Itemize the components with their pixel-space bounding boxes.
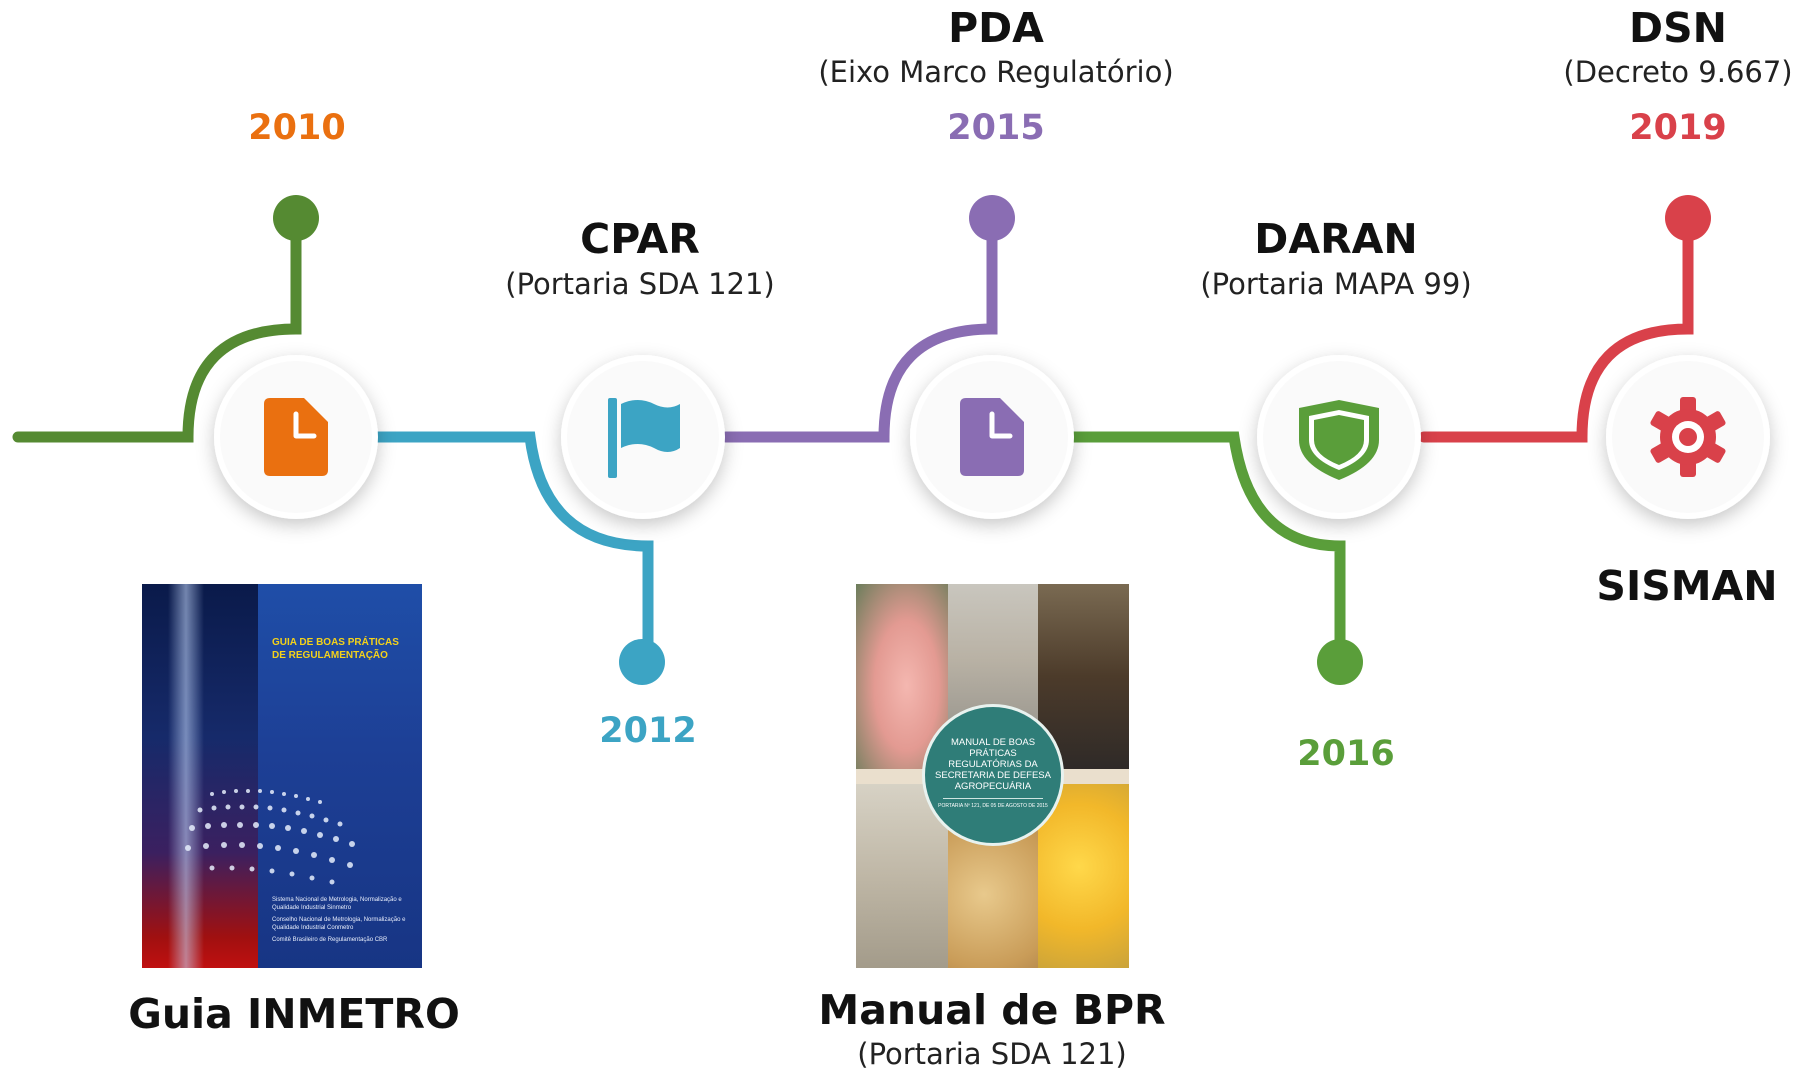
chick-photo bbox=[1038, 784, 1129, 968]
guia-cover-footer-line: Sistema Nacional de Metrologia, Normaliz… bbox=[272, 897, 402, 911]
year-dot-2015 bbox=[969, 195, 1015, 241]
guia-inmetro-caption: Guia INMETRO bbox=[128, 990, 460, 1038]
guia-inmetro-cover: GUIA DE BOAS PRÁTICAS DE REGULAMENTAÇÃO … bbox=[142, 584, 422, 968]
year-label-2012: 2012 bbox=[599, 711, 697, 751]
manual-bpr-caption-subtitle: (Portaria SDA 121) bbox=[857, 1037, 1127, 1071]
shield-icon bbox=[1299, 400, 1379, 480]
file-icon bbox=[264, 398, 328, 476]
year-dot-2016 bbox=[1317, 639, 1363, 685]
milestone-bottom-title-sisman: SISMAN bbox=[1596, 562, 1778, 610]
manual-bpr-cover-title: MANUAL DE BOAS PRÁTICAS REGULATÓRIAS DA … bbox=[935, 737, 1051, 792]
year-dot-2010 bbox=[273, 195, 319, 241]
guia-cover-title: GUIA DE BOAS PRÁTICAS DE REGULAMENTAÇÃO bbox=[272, 637, 399, 661]
year-dot-2012 bbox=[619, 639, 665, 685]
year-label-2019: 2019 bbox=[1629, 108, 1727, 148]
milestone-subtitle-pda: (Eixo Marco Regulatório) bbox=[818, 55, 1174, 89]
milestone-title-pda: PDA bbox=[948, 4, 1044, 52]
guia-cover-footer-line: Conselho Nacional de Metrologia, Normali… bbox=[272, 917, 406, 931]
manual-bpr-cover: MANUAL DE BOAS PRÁTICAS REGULATÓRIAS DA … bbox=[856, 584, 1129, 968]
milestone-subtitle-daran: (Portaria MAPA 99) bbox=[1200, 267, 1472, 301]
dot-wave-graphic bbox=[185, 789, 355, 885]
milestone-title-daran: DARAN bbox=[1254, 215, 1418, 263]
year-label-2016: 2016 bbox=[1297, 734, 1395, 774]
guia-cover-footer-line: Comitê Brasileiro de Regulamentação CBR bbox=[272, 937, 388, 943]
cattle-photo bbox=[856, 784, 948, 968]
milestone-subtitle-cpar: (Portaria SDA 121) bbox=[505, 267, 775, 301]
manual-bpr-badge: MANUAL DE BOAS PRÁTICAS REGULATÓRIAS DA … bbox=[922, 704, 1064, 846]
flag-icon bbox=[608, 398, 680, 478]
manual-bpr-caption: Manual de BPR bbox=[818, 986, 1166, 1034]
timeline-segment-2016 bbox=[1068, 431, 1346, 668]
file-icon bbox=[960, 398, 1024, 476]
manual-bpr-cover-subtitle: PORTARIA Nº 121, DE 05 DE AGOSTO DE 2015 bbox=[938, 803, 1048, 809]
year-label-2010: 2010 bbox=[248, 108, 346, 148]
timeline-segment-2019 bbox=[1418, 212, 1694, 443]
gear-icon bbox=[1650, 397, 1726, 477]
timeline-segment-2015 bbox=[720, 212, 998, 443]
year-label-2015: 2015 bbox=[947, 108, 1045, 148]
milestone-title-dsn: DSN bbox=[1629, 4, 1727, 52]
guia-cover-footer: Sistema Nacional de Metrologia, Normaliz… bbox=[272, 896, 412, 948]
timeline-segment-2010 bbox=[12, 212, 302, 443]
milestone-title-cpar: CPAR bbox=[580, 215, 700, 263]
milestone-subtitle-dsn: (Decreto 9.667) bbox=[1563, 55, 1793, 89]
year-dot-2019 bbox=[1665, 195, 1711, 241]
timeline-segment-2012 bbox=[370, 431, 654, 668]
